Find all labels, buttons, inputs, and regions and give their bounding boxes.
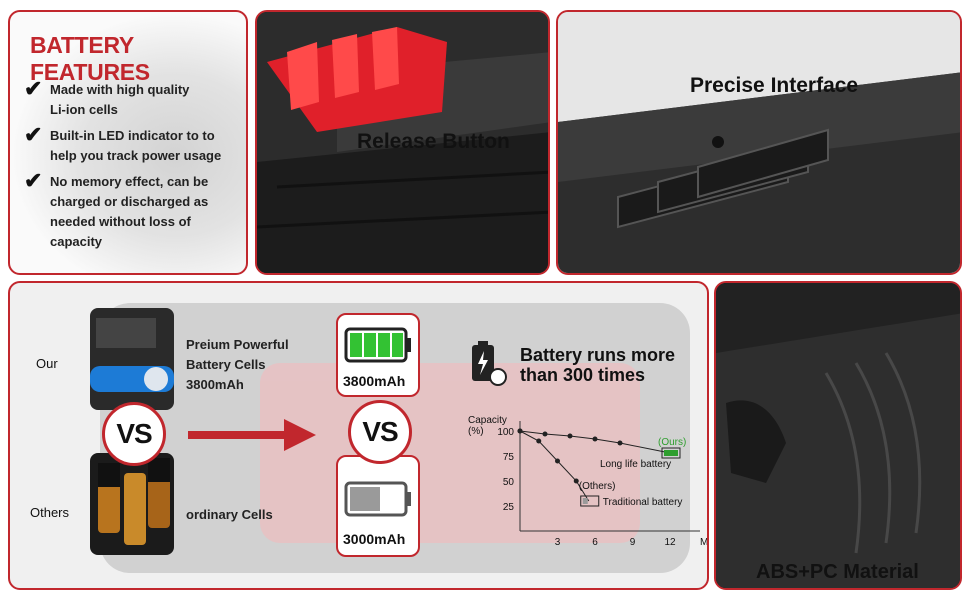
full-battery-icon [344,327,411,363]
our-cells-photo [90,308,174,410]
our-label: Our [36,356,58,371]
vs-badge: VS [348,400,412,464]
feature-text: Built-in LED indicator to to help you tr… [50,128,222,163]
battery-recycle-icon [472,341,507,386]
x-tick-label: 6 [592,537,598,548]
our-description: Preium Powerful Battery Cells 3800mAh [186,337,289,392]
features-title: BATTERY FEATURES [30,32,150,85]
battery-marker-icon [580,495,600,507]
data-point [592,436,598,442]
feature-text: No memory effect, can be charged or disc… [50,174,209,249]
y-tick-label: 25 [503,502,515,513]
interface-photo [558,12,960,273]
arrow-icon [188,419,316,451]
x-axis-label: Month [700,537,709,548]
series-name: Traditional battery [603,497,683,508]
data-point [573,478,579,484]
series-name: Long life battery [600,459,671,470]
check-icon: ✔ [24,122,43,147]
feature-item: ✔ Built-in LED indicator to to help you … [24,122,222,166]
feature-item: ✔ No memory effect, can be charged or di… [24,168,209,252]
y-tick-label: 50 [503,477,515,488]
vs-badge: VS [102,402,166,466]
others-description: ordinary Cells [186,507,273,522]
others-capacity-box: 3000mAh [336,455,420,557]
data-point [567,433,573,439]
data-point [555,458,560,464]
x-tick-label: 3 [555,537,561,548]
x-tick-label: 9 [630,537,636,548]
others-capacity: 3000mAh [343,531,406,547]
comparison-panel: Our Others VS Preium Powerful Battery Ce… [8,281,709,590]
material-panel: ABS+PC Material [714,281,962,590]
release-button-label: Release Button [357,130,510,153]
material-label: ABS+PC Material [756,561,919,583]
feature-item: ✔ Made with high quality Li-ion cells [24,76,190,120]
x-tick-label: 12 [664,537,676,548]
y-tick-label: 100 [497,427,514,438]
data-point [536,438,542,444]
check-icon: ✔ [24,76,43,101]
y-axis-label: Capacity [468,415,507,426]
others-cells-photo [90,453,174,555]
battery-marker-fill [582,498,588,504]
headline: Battery runs more than 300 times [520,345,676,385]
release-button-panel: Release Button [255,10,550,275]
battery-ghost-image [10,12,246,273]
others-label: Others [30,505,70,520]
precise-interface-label: Precise Interface [690,74,859,97]
check-icon: ✔ [24,168,43,193]
precise-interface-panel: Precise Interface [556,10,962,275]
y-tick-label: 75 [503,452,515,463]
series-tag: (Others) [579,481,616,492]
our-capacity-box: 3800mAh [336,313,420,397]
battery-marker-icon [661,447,681,459]
data-point [617,440,623,446]
series-line [519,430,671,454]
feature-text: Made with high quality Li-ion cells [50,82,190,117]
data-point [517,428,523,434]
material-photo [716,283,960,588]
partial-battery-icon [344,481,411,517]
battery-marker-fill [664,450,678,456]
our-capacity: 3800mAh [343,373,406,389]
series-tag: (Ours) [658,437,686,448]
capacity-chart: Capacity(%) 100 75 50 25 3 6 9 12 Month (Ours) Long… [468,415,709,548]
y-axis-label: (%) [468,426,484,437]
release-button-photo [257,12,548,273]
features-panel: BATTERY FEATURES ✔ Made with high qualit… [8,10,248,275]
data-point [542,431,548,437]
